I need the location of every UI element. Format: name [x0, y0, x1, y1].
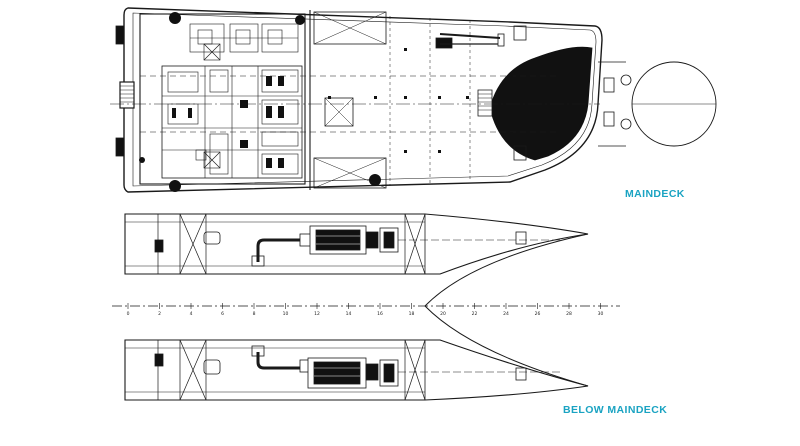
bollard-circle — [169, 12, 181, 24]
below-maindeck-plan — [112, 213, 620, 401]
engine-starboard — [307, 357, 399, 389]
cabin-partitions — [162, 66, 302, 178]
bollard-circle — [369, 174, 381, 186]
bow-stair — [477, 89, 493, 117]
maindeck-inner-outline — [132, 12, 597, 187]
forward-hatch-port — [313, 11, 387, 45]
maindeck-label: MAINDECK — [625, 188, 685, 200]
frame-tick-label: 10 — [283, 311, 289, 317]
bollard-circle — [295, 15, 305, 25]
frame-tick-label: 2 — [158, 311, 161, 317]
frame-tick-label: 8 — [253, 311, 256, 317]
bow-fitting — [603, 111, 615, 127]
deck-box — [513, 25, 527, 41]
frame-tick-label: 26 — [535, 311, 541, 317]
upper-rooms — [189, 23, 299, 53]
exhaust-pipe — [256, 238, 300, 262]
frame-tick-label: 6 — [221, 311, 224, 317]
deck-crane — [435, 33, 505, 49]
engine-port — [309, 225, 399, 255]
frame-tick-label: 16 — [377, 311, 383, 317]
bow-stair-treads — [478, 93, 492, 111]
deck-box — [513, 145, 527, 161]
frame-tick-label: 22 — [472, 311, 478, 317]
tank-box — [203, 231, 221, 245]
deck-marks — [328, 48, 513, 153]
bollard-circle — [139, 157, 145, 163]
tunnel-curve — [424, 233, 589, 387]
stern-bollard-starboard — [115, 137, 125, 157]
frame-tick-label: 24 — [503, 311, 509, 317]
maindeck-plan — [110, 7, 717, 193]
small-fitting — [154, 239, 164, 253]
bow-fitting — [603, 77, 615, 93]
maindeck-hull-outline — [123, 7, 603, 193]
center-hatch — [324, 97, 354, 127]
hatch-symbols — [195, 43, 221, 169]
frame-tick-label: 30 — [598, 311, 604, 317]
forward-hatch-starboard — [313, 157, 387, 189]
frame-lines — [389, 16, 471, 186]
stern-bollard-port — [115, 25, 125, 45]
frame-tick-label: 12 — [314, 311, 320, 317]
bulkheads — [157, 213, 426, 401]
frame-tick-label: 14 — [346, 311, 352, 317]
small-fitting — [154, 353, 164, 367]
frame-tick-label: 0 — [127, 311, 130, 317]
frame-tick-label: 20 — [440, 311, 446, 317]
bow-dark-area — [489, 46, 593, 161]
bollard-circle — [169, 180, 181, 192]
frame-tick-label: 4 — [190, 311, 193, 317]
tank-box — [203, 359, 221, 375]
exhaust-pipe — [256, 352, 300, 370]
superstructure — [139, 13, 306, 185]
frame-tick-label: 28 — [566, 311, 572, 317]
frame-tick-label: 18 — [409, 311, 415, 317]
stern-ramp — [119, 81, 135, 109]
below-maindeck-label: BELOW MAINDECK — [563, 404, 668, 416]
